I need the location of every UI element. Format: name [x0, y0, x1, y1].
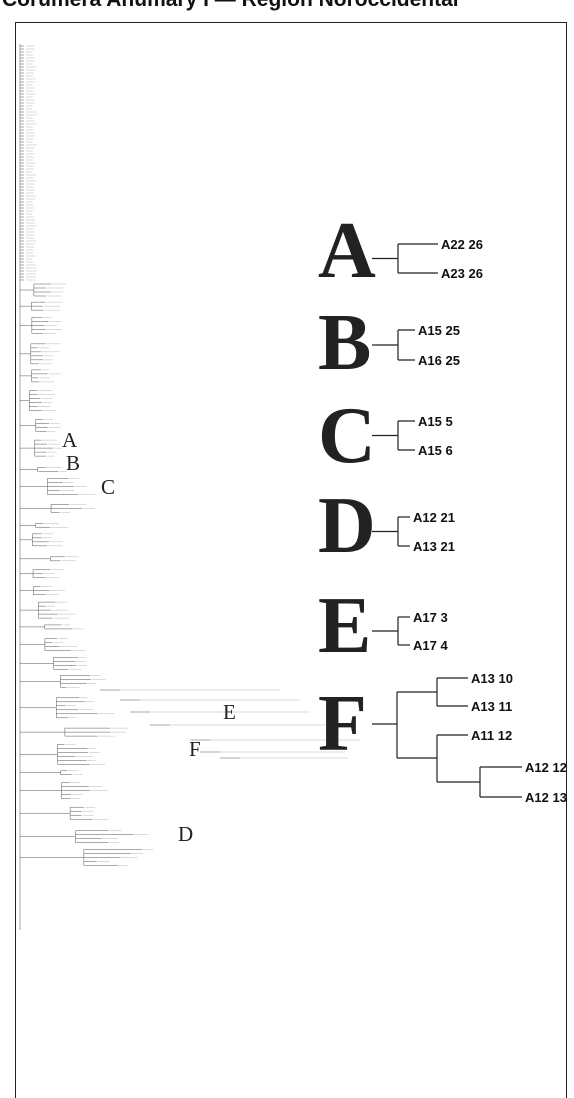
leaf-label: A15 25 — [418, 323, 460, 338]
leaf-label: A11 12 — [471, 728, 512, 743]
leaf-label: A13 11 — [471, 699, 512, 714]
subtree-letter: D — [318, 482, 376, 570]
subtree-letter: F — [318, 680, 367, 768]
subtree-letter: B — [318, 299, 371, 387]
tree-clade — [20, 317, 62, 334]
tree-clade — [20, 439, 63, 457]
tree-clade — [20, 830, 149, 843]
leaf-label: A17 3 — [413, 610, 448, 625]
tree-clade — [20, 369, 61, 383]
tree-clade — [20, 638, 86, 651]
tree-clade — [20, 478, 96, 495]
leaf-label: A15 5 — [418, 414, 453, 429]
tree-marker-d: D — [178, 822, 193, 846]
tree-clade — [20, 586, 65, 595]
leaf-label: A12 13 — [525, 790, 567, 805]
tree-clade — [20, 283, 67, 297]
tree-clade — [20, 849, 154, 866]
subtree-letter: A — [318, 207, 376, 295]
leaf-label: A13 10 — [471, 671, 513, 686]
leaf-label: A23 26 — [441, 266, 483, 281]
figure-title: Corumera Anumary I — Region Noroccidenta… — [2, 0, 459, 12]
subtree-panel-b: B A15 25 A16 25 — [318, 299, 460, 387]
subtree-panel-a: A A22 26 A23 26 — [318, 207, 483, 295]
tree-marker-f: F — [189, 737, 201, 761]
leaf-label: A13 21 — [413, 539, 455, 554]
tree-clade — [20, 419, 61, 432]
tree-clade — [20, 697, 115, 719]
subtree-detail-panels: A A22 26 A23 26 B A15 25 A16 25 C A15 5 A15 6 D A1… — [318, 207, 567, 805]
subtree-panel-e: E A17 3 A17 4 — [318, 582, 448, 670]
tree-clade — [20, 533, 63, 547]
leaf-label: A16 25 — [418, 353, 460, 368]
tree-clade — [20, 301, 63, 311]
tree-clade — [20, 657, 88, 670]
tree-clade — [20, 727, 129, 737]
tree-clade — [20, 569, 65, 579]
subtree-panel-c: C A15 5 A15 6 — [318, 392, 453, 480]
tree-clade — [20, 523, 68, 528]
tree-clade — [20, 806, 109, 820]
tree-clade — [20, 744, 106, 765]
figure-frame — [15, 22, 567, 1098]
tree-clade — [20, 343, 61, 365]
leaf-label: A22 26 — [441, 237, 483, 252]
tree-clade — [20, 782, 108, 799]
tree-marker-a: A — [62, 428, 78, 452]
subtree-panel-f: F A13 10 A13 11 A11 12 A12 12 A12 13 — [318, 671, 567, 805]
full-dendrogram — [19, 44, 360, 930]
tree-marker-b: B — [66, 451, 80, 475]
tree-clade — [20, 467, 67, 472]
tree-clade — [20, 504, 95, 513]
tree-clade — [20, 601, 76, 619]
subtree-panel-d: D A12 21 A13 21 — [318, 482, 455, 570]
tree-clade — [20, 390, 57, 411]
tree-marker-e: E — [223, 700, 236, 724]
leaf-label: A12 12 — [525, 760, 567, 775]
tree-clade — [20, 556, 79, 562]
tree-marker-c: C — [101, 475, 115, 499]
leaf-label: A12 21 — [413, 510, 455, 525]
tree-clade — [20, 624, 84, 630]
leaf-label: A15 6 — [418, 443, 453, 458]
subtree-letter: E — [318, 582, 371, 670]
subtree-letter: C — [318, 392, 376, 480]
tree-clade — [20, 675, 106, 688]
tree-marker-labels: ABC D EF — [62, 428, 236, 846]
leaf-label: A17 4 — [413, 638, 448, 653]
tree-clade — [20, 770, 84, 776]
